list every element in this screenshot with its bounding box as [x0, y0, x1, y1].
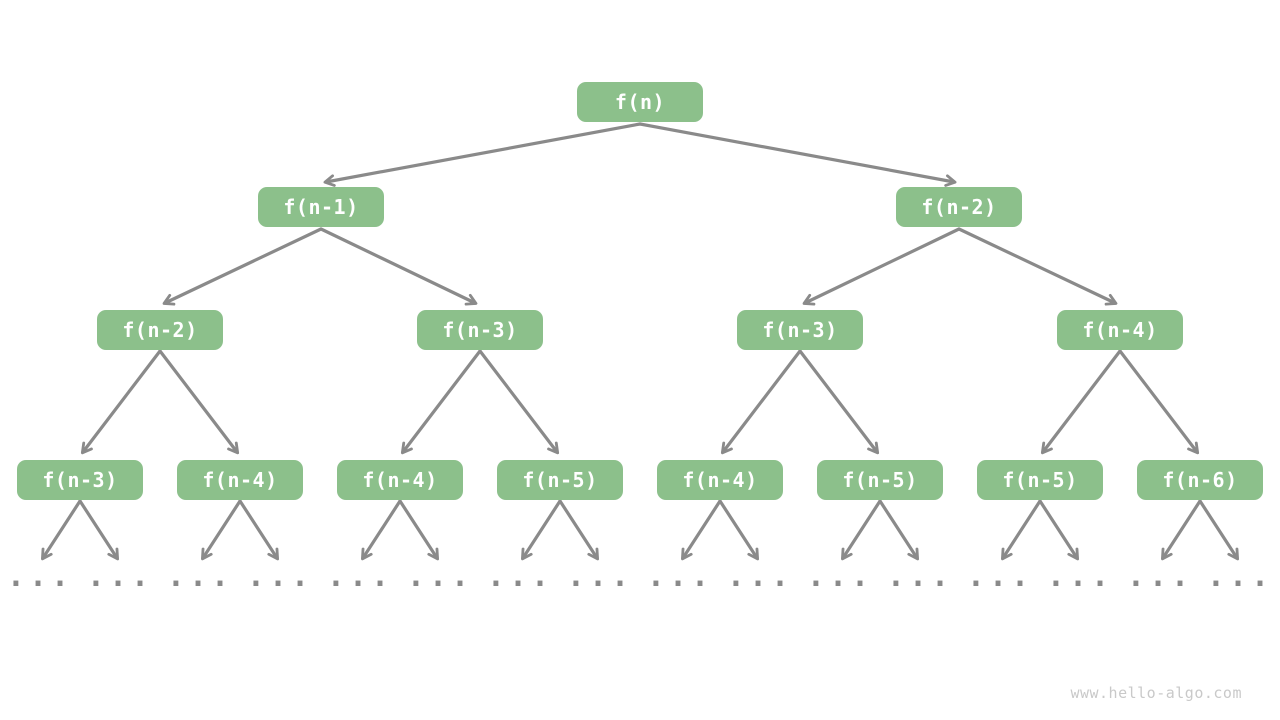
ellipsis: ... — [1206, 559, 1274, 594]
edges-level-4 — [41, 499, 1239, 561]
tree-node-l3-1: f(n-3) — [417, 310, 543, 350]
tree-node-l4-1: f(n-4) — [177, 460, 303, 500]
ellipsis: ... — [406, 559, 474, 594]
ellipsis: ... — [646, 559, 714, 594]
ellipsis: ... — [886, 559, 954, 594]
ellipsis: ... — [806, 559, 874, 594]
tree-node-l3-2: f(n-3) — [737, 310, 863, 350]
ellipsis: ... — [566, 559, 634, 594]
ellipsis: ... — [86, 559, 154, 594]
watermark: www.hello-algo.com — [1070, 684, 1242, 702]
tree-node-l3-3: f(n-4) — [1057, 310, 1183, 350]
ellipsis: ... — [1126, 559, 1194, 594]
ellipsis: ... — [6, 559, 74, 594]
tree-node-l4-3: f(n-5) — [497, 460, 623, 500]
tree-node-l3-0: f(n-2) — [97, 310, 223, 350]
tree-node-root: f(n) — [577, 82, 703, 122]
ellipsis: ... — [726, 559, 794, 594]
edges-level-1 — [323, 122, 957, 187]
tree-node-l4-7: f(n-6) — [1137, 460, 1263, 500]
ellipsis: ... — [166, 559, 234, 594]
ellipsis: ... — [326, 559, 394, 594]
tree-node-l4-0: f(n-3) — [17, 460, 143, 500]
tree-node-l2-0: f(n-1) — [258, 187, 384, 227]
tree-node-l4-4: f(n-4) — [657, 460, 783, 500]
ellipsis: ... — [486, 559, 554, 594]
edges-level-2 — [162, 227, 1118, 306]
ellipsis: ... — [966, 559, 1034, 594]
tree-node-l2-1: f(n-2) — [896, 187, 1022, 227]
edges-level-3 — [80, 349, 1200, 455]
ellipsis: ... — [1046, 559, 1114, 594]
tree-node-l4-5: f(n-5) — [817, 460, 943, 500]
tree-node-l4-6: f(n-5) — [977, 460, 1103, 500]
tree-node-l4-2: f(n-4) — [337, 460, 463, 500]
ellipsis: ... — [246, 559, 314, 594]
